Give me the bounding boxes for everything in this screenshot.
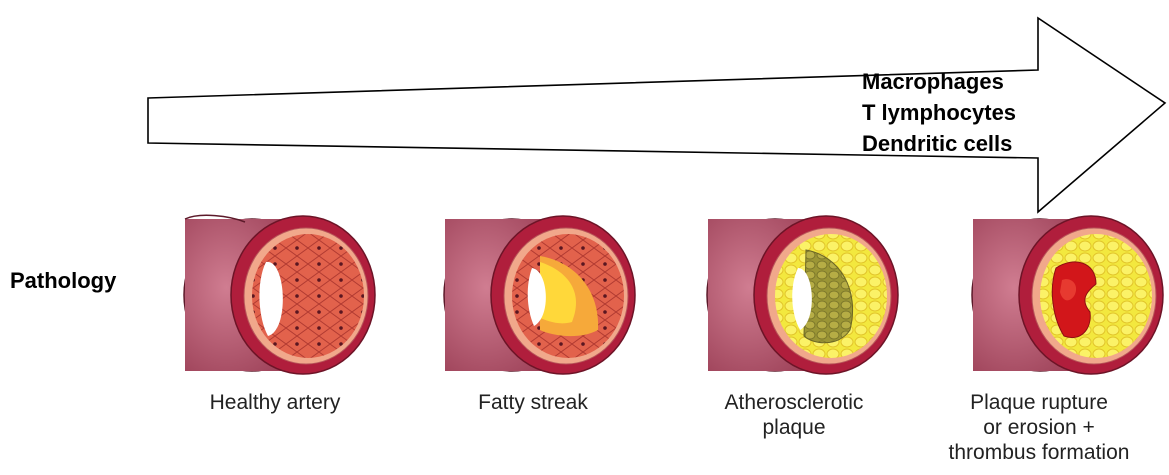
arrow-label: Dendritic cells (862, 128, 1016, 159)
stage-label-line: thrombus formation (919, 440, 1159, 465)
stage-label-healthy-artery: Healthy artery (155, 390, 395, 415)
atherosclerotic-plaque-icon (707, 216, 898, 374)
stage-label-line: Plaque rupture (919, 390, 1159, 415)
stage-label-line: Healthy artery (155, 390, 395, 415)
arrow-label: Macrophages (862, 66, 1016, 97)
stage-label-line: plaque (674, 415, 914, 440)
arrow-cell-labels: Macrophages T lymphocytes Dendritic cell… (862, 66, 1016, 159)
thrombus-icon (972, 216, 1163, 374)
fatty-streak-icon (444, 216, 635, 374)
stage-label-line: Fatty streak (413, 390, 653, 415)
stage-label-line: Atherosclerotic (674, 390, 914, 415)
stage-label-thrombus: Plaque rupture or erosion + thrombus for… (919, 390, 1159, 465)
arrow-label: T lymphocytes (862, 97, 1016, 128)
healthy-artery-icon (184, 215, 375, 374)
stage-label-atherosclerotic-plaque: Atherosclerotic plaque (674, 390, 914, 440)
stage-label-line: or erosion + (919, 415, 1159, 440)
stage-label-fatty-streak: Fatty streak (413, 390, 653, 415)
pathology-row-label: Pathology (10, 268, 116, 294)
